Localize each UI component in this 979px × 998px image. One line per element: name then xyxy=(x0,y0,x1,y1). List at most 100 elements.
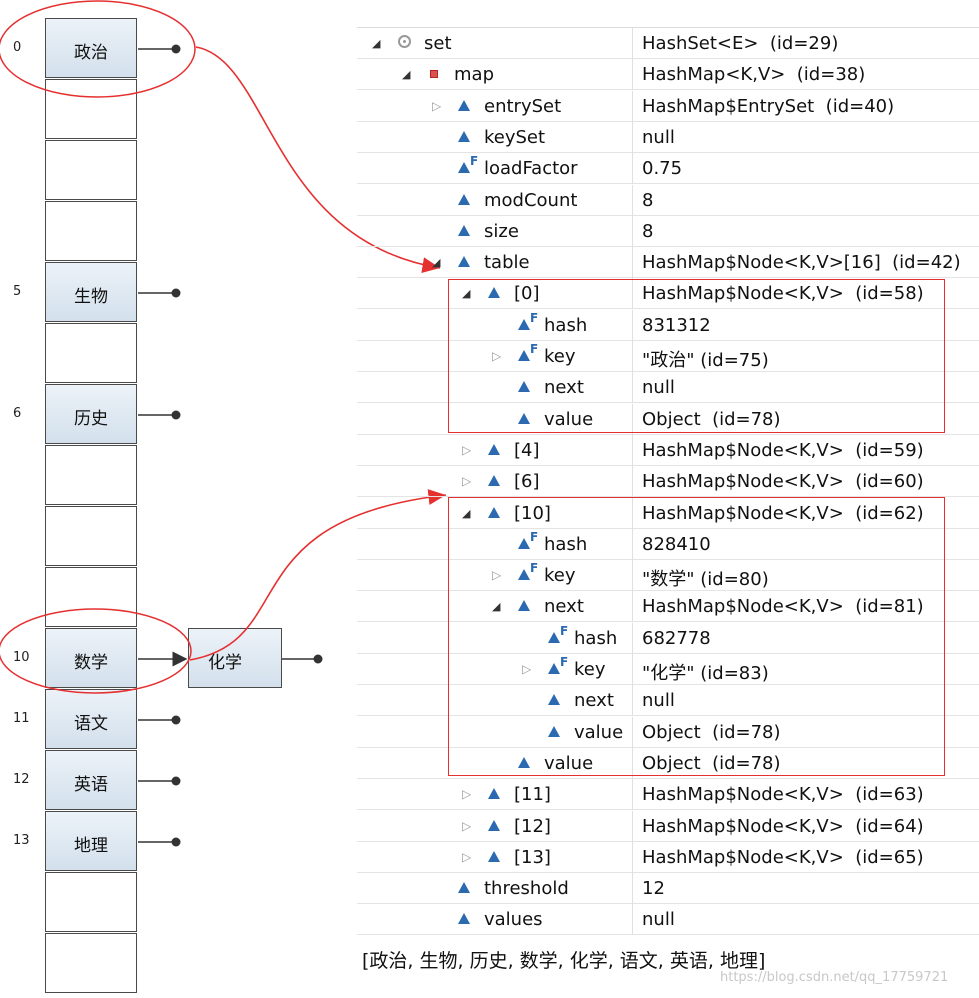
variable-name: map xyxy=(454,64,494,86)
variable-row[interactable]: ▷[6]HashMap$Node<K,V> (id=60) xyxy=(357,466,979,498)
expand-icon[interactable]: ▷ xyxy=(522,662,532,676)
variable-name: next xyxy=(574,690,614,712)
variable-name-cell: next xyxy=(357,372,632,403)
bucket-label: 语文 xyxy=(74,714,108,734)
bucket-0: 政治 xyxy=(45,18,137,78)
expand-icon[interactable]: ▷ xyxy=(462,818,472,833)
collapse-icon[interactable]: ◢ xyxy=(462,506,471,520)
expand-icon[interactable]: ▷ xyxy=(462,787,472,802)
bucket-1 xyxy=(45,79,137,139)
field-icon xyxy=(458,224,470,236)
expand-icon[interactable]: ▷ xyxy=(462,442,472,457)
variable-name: value xyxy=(544,752,594,774)
expand-icon[interactable]: ▷ xyxy=(492,568,502,583)
collapse-icon[interactable]: ◢ xyxy=(372,37,381,50)
bucket-pointer-dot xyxy=(171,715,181,725)
field-icon xyxy=(488,788,500,800)
field-icon xyxy=(458,99,470,111)
collapse-icon[interactable]: ◢ xyxy=(462,287,471,301)
bucket-3 xyxy=(45,201,137,261)
column-divider xyxy=(632,59,633,91)
collapse-icon[interactable]: ◢ xyxy=(402,68,411,82)
column-divider xyxy=(632,184,633,216)
variable-name: hash xyxy=(544,533,588,555)
variable-row[interactable]: ◢[10]HashMap$Node<K,V> (id=62) xyxy=(357,497,979,529)
variable-value: HashSet<E> (id=29) xyxy=(642,33,839,54)
bucket-label: 数学 xyxy=(74,653,108,673)
expand-icon[interactable]: ▷ xyxy=(462,474,472,489)
variable-name: [13] xyxy=(514,846,551,868)
variable-name: [0] xyxy=(514,283,540,305)
variable-row[interactable]: ▷[12]HashMap$Node<K,V> (id=64) xyxy=(357,810,979,842)
collapse-icon[interactable]: ◢ xyxy=(492,600,501,614)
field-icon xyxy=(518,600,530,612)
bucket-15 xyxy=(45,933,137,993)
bucket-5 xyxy=(45,323,137,383)
column-divider xyxy=(632,622,633,654)
field-icon xyxy=(488,287,500,299)
column-divider xyxy=(632,121,633,153)
expand-icon[interactable]: ▷ xyxy=(492,349,502,363)
variable-value: HashMap$Node<K,V> (id=63) xyxy=(642,784,924,806)
expand-icon[interactable]: ▷ xyxy=(462,849,472,864)
bucket-label: 历史 xyxy=(74,409,108,429)
highlight-box-node-10 xyxy=(448,497,945,776)
variable-name-cell: value xyxy=(357,748,632,779)
highlight-ellipse-bucket-0 xyxy=(0,0,196,98)
variable-row[interactable]: ▷[13]HashMap$Node<K,V> (id=65) xyxy=(357,841,979,873)
variable-name: [11] xyxy=(514,784,551,806)
column-divider xyxy=(632,528,633,560)
collapse-icon[interactable]: ◢ xyxy=(432,256,441,270)
variable-value: HashMap<K,V> (id=38) xyxy=(642,64,866,86)
variable-row[interactable]: ◢[0]HashMap$Node<K,V> (id=58) xyxy=(357,278,979,310)
private-field-icon xyxy=(430,70,438,79)
variable-name: values xyxy=(484,909,543,931)
watermark: https://blog.csdn.net/qq_17759721 xyxy=(720,970,949,985)
variable-name-cell: keySet xyxy=(357,122,632,153)
variable-name-cell: ▷ [13] xyxy=(357,842,632,873)
field-icon xyxy=(488,443,500,455)
field-icon xyxy=(458,130,470,142)
expand-icon[interactable]: ▷ xyxy=(432,98,442,113)
variable-name-cell: ▷[12] xyxy=(357,811,632,842)
column-divider xyxy=(632,278,633,310)
bucket-14 xyxy=(45,872,137,932)
variable-row[interactable]: ▷ [11] HashMap$Node<K,V> (id=63) xyxy=(357,779,979,811)
variable-value: HashMap$Node<K,V> (id=62) xyxy=(642,502,924,524)
arrow-bucket-0-to-node-0 xyxy=(195,46,441,274)
variable-name: modCount xyxy=(484,189,578,211)
column-divider xyxy=(632,403,633,435)
variable-row[interactable]: ▷[4]HashMap$Node<K,V> (id=59) xyxy=(357,434,979,466)
variable-row[interactable]: ◢ map HashMap<K,V> (id=38) xyxy=(357,59,979,91)
column-divider xyxy=(632,591,633,623)
bucket-12: 英语 xyxy=(45,750,137,810)
final-marker-icon: F xyxy=(530,310,539,325)
column-divider xyxy=(632,372,633,404)
arrow-bucket-10-to-node-10 xyxy=(189,489,447,661)
field-icon xyxy=(488,819,500,831)
